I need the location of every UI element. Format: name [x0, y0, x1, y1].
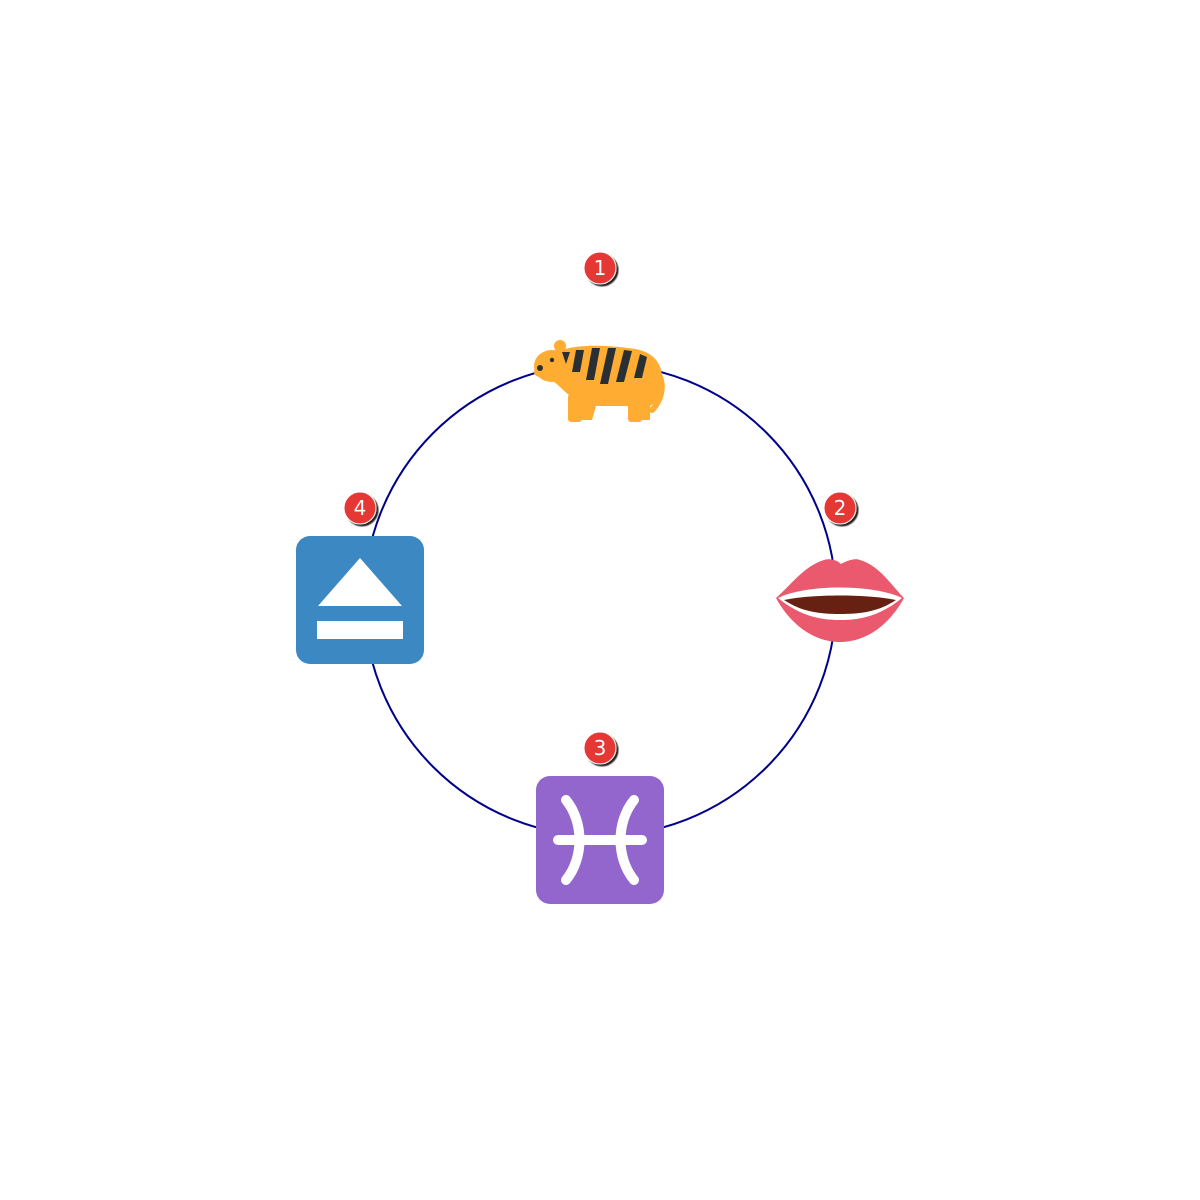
badge-4-circle	[343, 491, 377, 525]
badge-2	[823, 491, 857, 525]
badge-3	[583, 731, 617, 765]
badge-2-number: 2	[834, 496, 847, 520]
cycle-node-3	[536, 776, 664, 904]
badge-1-circle	[583, 251, 617, 285]
badge-2-circle	[823, 491, 857, 525]
cycle-ring	[363, 363, 837, 837]
pisces-icon	[536, 776, 664, 904]
cycle-node-2	[776, 559, 904, 642]
cycle-node-4	[296, 536, 424, 664]
eject-icon	[296, 536, 424, 664]
badge-3-circle	[583, 731, 617, 765]
badge-1-number: 1	[594, 256, 607, 280]
cycle-node-1	[534, 340, 665, 422]
badge-1	[583, 251, 617, 285]
badge-4-number: 4	[354, 496, 367, 520]
mouth-icon	[776, 559, 904, 642]
tiger-icon	[534, 340, 665, 422]
badge-4	[343, 491, 377, 525]
badge-3-number: 3	[594, 736, 607, 760]
